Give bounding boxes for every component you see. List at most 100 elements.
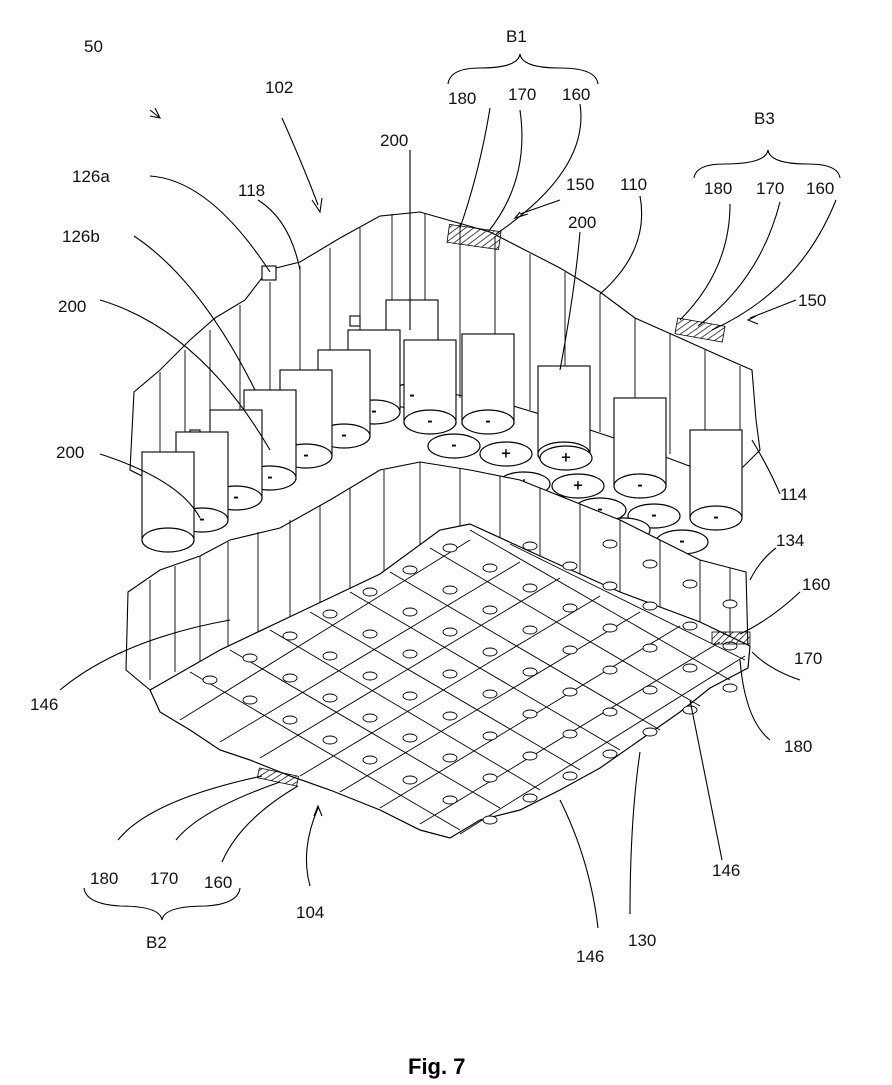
cell-sign: - [409,389,414,404]
grid-tab [643,686,657,694]
label-126b: 126b [62,227,100,246]
grid-tab [483,774,497,782]
cell-sign: - [485,415,490,430]
grid-tab [283,674,297,682]
grid-tab [483,690,497,698]
label-126a: 126a [72,167,110,186]
grid-tab [603,750,617,758]
label-200-left: 200 [58,297,86,316]
grid-tab [643,728,657,736]
label-114: 114 [780,485,807,504]
grid-tab [603,582,617,590]
grid-tab [483,816,497,824]
grid-tab [443,544,457,552]
grid-tab [603,708,617,716]
grid-tab [323,694,337,702]
grid-tab [523,710,537,718]
label-134: 134 [776,531,804,550]
grid-tab [443,670,457,678]
cell-sign: - [651,509,656,524]
grid-tab [483,564,497,572]
grid-tab [563,772,577,780]
figure-caption: Fig. 7 [408,1054,465,1079]
grid-tab [283,632,297,640]
label-102: 102 [265,78,293,97]
cell-sign: + [561,451,572,466]
grid-tab [363,588,377,596]
grid-tab [523,668,537,676]
grid-tab [243,696,257,704]
grid-tab [523,752,537,760]
label-50: 50 [84,37,103,56]
grid-tab [563,646,577,654]
grid-tab [443,712,457,720]
label-200-mid: 200 [568,213,596,232]
cell-sign: - [713,511,718,526]
grid-tab [523,626,537,634]
label-170-right: 170 [794,649,822,668]
cell-sign: - [679,535,684,550]
grid-tab [283,716,297,724]
label-180-right: 180 [784,737,812,756]
grid-tab [403,776,417,784]
cell-sign: - [451,439,456,454]
grid-tab [363,714,377,722]
label-b1-180: 180 [448,89,476,108]
label-130: 130 [628,931,656,950]
grid-tab [483,606,497,614]
label-118: 118 [238,181,265,200]
label-146-left: 146 [30,695,58,714]
grid-tab [523,542,537,550]
grid-tab [643,644,657,652]
grid-tab [563,688,577,696]
grid-tab [723,600,737,608]
grid-tab [443,796,457,804]
grid-tab [403,692,417,700]
grid-tab [563,562,577,570]
label-200-lower: 200 [56,443,84,462]
label-b2-170: 170 [150,869,178,888]
grid-tab [443,754,457,762]
label-b3-170: 170 [756,179,784,198]
label-b2: B2 [146,933,167,952]
grid-tab [643,560,657,568]
cell-sign: - [233,491,238,506]
grid-tab [563,604,577,612]
grid-tab [483,732,497,740]
grid-tab [603,540,617,548]
grid-tab [363,630,377,638]
label-150-top: 150 [566,175,594,194]
grid-tab [203,676,217,684]
grid-tab [403,650,417,658]
cell-sign: - [303,449,308,464]
cell-sign: + [501,447,512,462]
label-b3-180: 180 [704,179,732,198]
label-b1-170: 170 [508,85,536,104]
label-200-top: 200 [380,131,408,150]
grid-tab [323,736,337,744]
cell-sign: - [341,429,346,444]
grid-tab [443,586,457,594]
cell-sign: + [573,479,584,494]
grid-tab [523,794,537,802]
grid-tab [683,580,697,588]
cell-sign: - [637,479,642,494]
cell-sign: - [199,513,204,528]
label-146-right: 146 [712,861,740,880]
grid-tab [603,666,617,674]
grid-tab [523,584,537,592]
grid-tab [443,628,457,636]
grid-tab [403,608,417,616]
grid-tab [723,684,737,692]
cell-sign: - [427,415,432,430]
label-b1: B1 [506,27,527,46]
grid-tab [483,648,497,656]
label-b3-160: 160 [806,179,834,198]
label-110: 110 [620,175,647,194]
label-b2-160: 160 [204,873,232,892]
grid-tab [323,610,337,618]
label-160-right: 160 [802,575,830,594]
grid-tab [603,624,617,632]
grid-tab [323,652,337,660]
